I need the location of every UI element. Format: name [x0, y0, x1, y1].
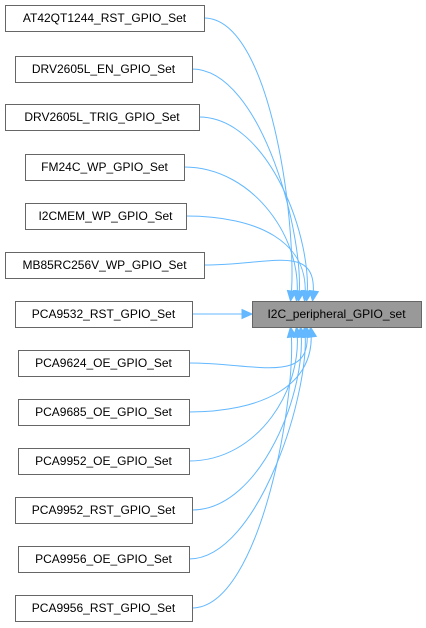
node-box	[15, 301, 193, 328]
node-pca9624-oe-gpio-set[interactable]: PCA9624_OE_GPIO_Set	[18, 350, 190, 377]
node-label: PCA9956_OE_GPIO_Set	[35, 552, 172, 566]
node-box	[5, 252, 205, 279]
node-pca9532-rst-gpio-set[interactable]: PCA9532_RST_GPIO_Set	[15, 301, 193, 328]
node-pca9952-oe-gpio-set[interactable]: PCA9952_OE_GPIO_Set	[18, 448, 190, 475]
node-label: PCA9624_OE_GPIO_Set	[35, 356, 172, 370]
edge-fm24c-wp-gpio-set-arrowhead	[292, 289, 304, 303]
node-target-i2c-peripheral-gpio-set[interactable]: I2C_peripheral_GPIO_set	[252, 301, 422, 328]
edge-pca9952-oe-gpio-set	[188, 326, 298, 462]
edge-pca9956-oe-gpio-set-arrowhead	[300, 325, 312, 339]
node-box	[18, 546, 190, 573]
nodes: AT42QT1244_RST_GPIO_SetDRV2605L_EN_GPIO_…	[5, 5, 422, 622]
node-pca9956-rst-gpio-set[interactable]: PCA9956_RST_GPIO_Set	[15, 595, 193, 622]
node-label: PCA9956_RST_GPIO_Set	[32, 601, 176, 615]
edge-pca9956-rst-gpio-set-arrowhead	[286, 325, 298, 339]
edge-drv2605l-en-gpio-set	[191, 68, 300, 302]
node-drv2605l-en-gpio-set[interactable]: DRV2605L_EN_GPIO_Set	[15, 56, 193, 83]
node-label: PCA9532_RST_GPIO_Set	[32, 307, 176, 321]
node-label: PCA9952_OE_GPIO_Set	[35, 454, 172, 468]
node-pca9952-rst-gpio-set[interactable]: PCA9952_RST_GPIO_Set	[15, 497, 193, 524]
edge-pca9952-rst-gpio-set	[191, 326, 302, 511]
edge-pca9956-oe-gpio-set	[188, 326, 306, 560]
edge-fm24c-wp-gpio-set	[183, 166, 298, 302]
node-box	[18, 399, 190, 426]
edge-mb85rc256v-wp-gpio-set-arrowhead	[308, 289, 320, 303]
edge-pca9624-oe-gpio-set	[188, 326, 308, 369]
node-box	[5, 104, 200, 131]
node-label: DRV2605L_EN_GPIO_Set	[32, 62, 176, 76]
node-box	[18, 350, 190, 377]
node-fm24c-wp-gpio-set[interactable]: FM24C_WP_GPIO_Set	[25, 154, 185, 181]
node-label: MB85RC256V_WP_GPIO_Set	[22, 258, 187, 272]
node-pca9685-oe-gpio-set[interactable]: PCA9685_OE_GPIO_Set	[18, 399, 190, 426]
edge-drv2605l-trig-gpio-set	[198, 116, 308, 302]
node-label: DRV2605L_TRIG_GPIO_Set	[24, 110, 180, 124]
node-label: PCA9685_OE_GPIO_Set	[35, 405, 172, 419]
edge-pca9532-rst-gpio-set-arrowhead	[241, 308, 254, 320]
node-box	[15, 56, 193, 83]
edges	[183, 17, 320, 609]
node-box	[15, 595, 193, 622]
node-label: I2CMEM_WP_GPIO_Set	[38, 209, 173, 223]
edge-i2cmem-wp-gpio-set	[185, 215, 306, 302]
edge-pca9685-oe-gpio-set	[188, 326, 312, 413]
target-node-label: I2C_peripheral_GPIO_set	[267, 307, 406, 321]
node-box	[25, 203, 187, 230]
node-drv2605l-trig-gpio-set[interactable]: DRV2605L_TRIG_GPIO_Set	[5, 104, 200, 131]
node-mb85rc256v-wp-gpio-set[interactable]: MB85RC256V_WP_GPIO_Set	[5, 252, 205, 279]
node-box	[25, 154, 185, 181]
node-at42qt1244-rst-gpio-set[interactable]: AT42QT1244_RST_GPIO_Set	[5, 5, 205, 32]
node-label: FM24C_WP_GPIO_Set	[41, 160, 168, 174]
edge-at42qt1244-rst-gpio-set	[203, 17, 293, 302]
edge-mb85rc256v-wp-gpio-set	[203, 259, 314, 302]
edge-i2cmem-wp-gpio-set-arrowhead	[300, 289, 312, 303]
node-label: PCA9952_RST_GPIO_Set	[32, 503, 176, 517]
node-box	[5, 5, 205, 32]
node-label: AT42QT1244_RST_GPIO_Set	[23, 11, 187, 25]
node-box	[18, 448, 190, 475]
edge-pca9956-rst-gpio-set	[191, 326, 293, 609]
node-box	[15, 497, 193, 524]
node-pca9956-oe-gpio-set[interactable]: PCA9956_OE_GPIO_Set	[18, 546, 190, 573]
target-node-box	[252, 301, 422, 328]
node-i2cmem-wp-gpio-set[interactable]: I2CMEM_WP_GPIO_Set	[25, 203, 187, 230]
